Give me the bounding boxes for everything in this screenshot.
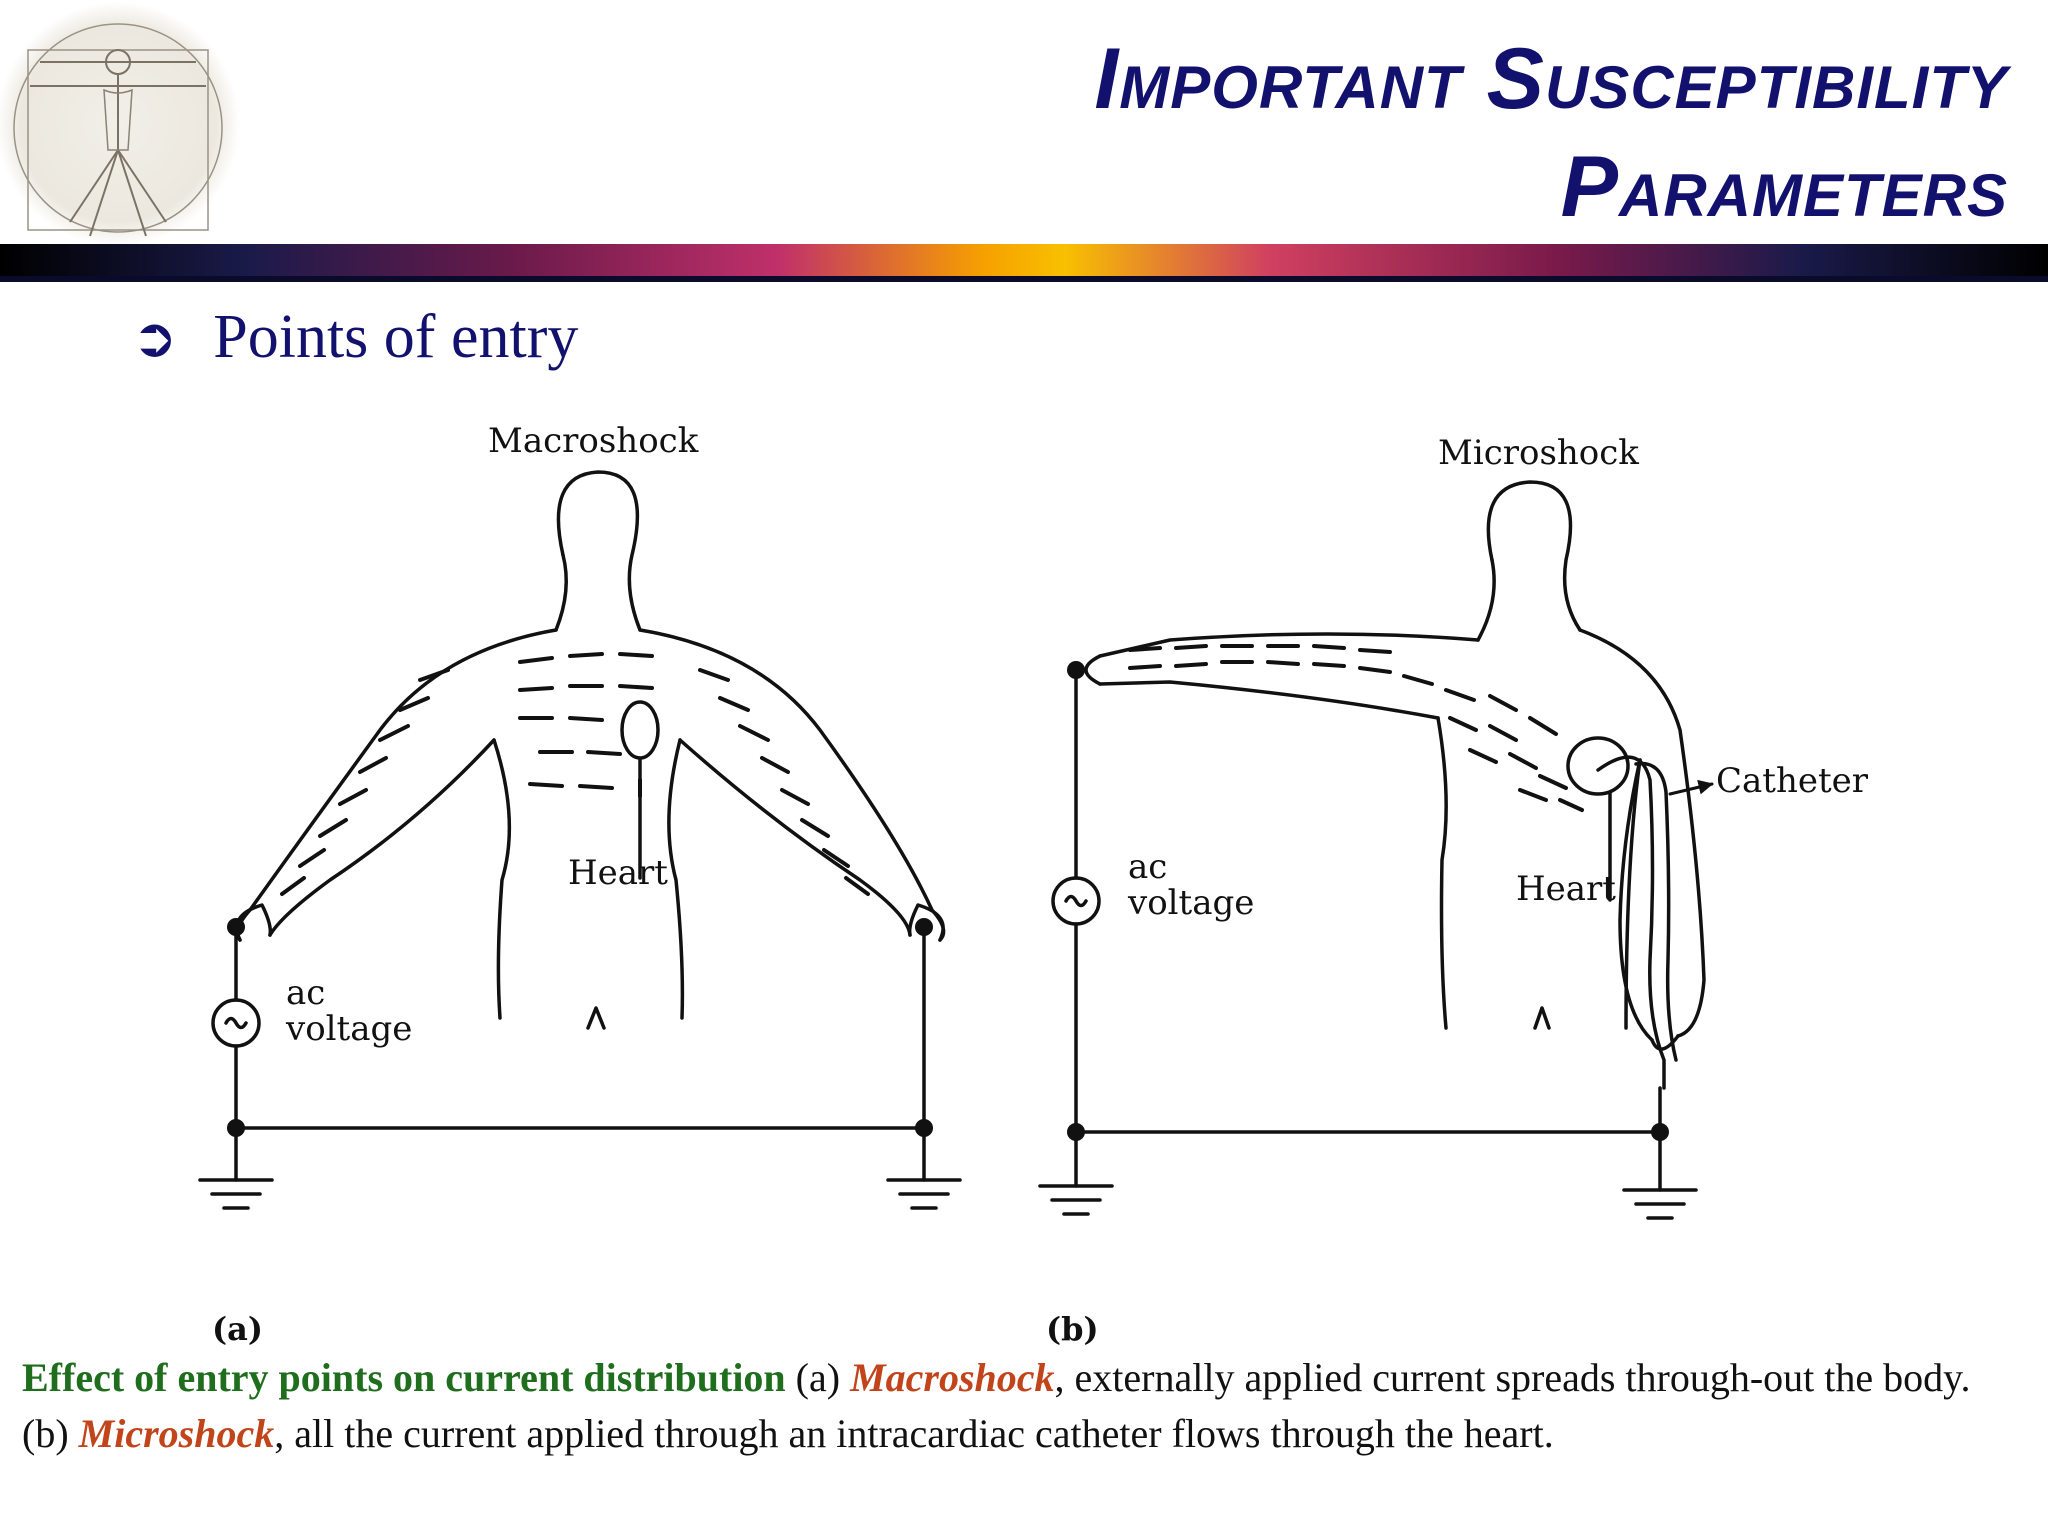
title-divider-line xyxy=(0,276,2048,282)
caption-lead: Effect of entry points on current distri… xyxy=(22,1355,786,1400)
microshock-heading: Microshock xyxy=(1438,433,1639,473)
microshock-figure xyxy=(1084,480,1714,1090)
microshock-heart-label: Heart xyxy=(1516,869,1616,909)
microshock-source-label-1: ac xyxy=(1128,847,1167,887)
shock-diagram: Macroshock Heart ac voltage (a) Microsho… xyxy=(198,421,1869,1348)
microshock-current-arrows xyxy=(1128,644,1584,812)
vitruvian-man-logo xyxy=(0,2,240,246)
macroshock-heart-label: Heart xyxy=(568,853,668,893)
bullet-text: Points of entry xyxy=(213,303,579,371)
macroshock-heading: Macroshock xyxy=(488,421,699,461)
title-gradient-bar xyxy=(0,244,2048,280)
arrow-circle-right-icon: ➲ xyxy=(132,305,178,369)
macroshock-current-arrows xyxy=(280,652,870,896)
panel-b-label: (b) xyxy=(1046,1310,1099,1348)
caption-part-a-prefix: (a) xyxy=(785,1355,851,1400)
caption-part-a-text: , externally applied current spreads thr… xyxy=(22,1355,1971,1456)
slide-title-line-2: Parameters xyxy=(1560,139,2008,235)
panel-a-label: (a) xyxy=(212,1310,263,1348)
caption-part-b-text: , all the current applied through an int… xyxy=(274,1411,1554,1456)
slide-title-line-1: Important Susceptibility xyxy=(1094,31,2008,127)
bullet-point: ➲ Points of entry xyxy=(132,302,578,373)
macroshock-circuit xyxy=(198,925,962,1210)
macroshock-figure xyxy=(235,470,946,1030)
microshock-source-label-2: voltage xyxy=(1127,883,1254,923)
figure-caption: Effect of entry points on current distri… xyxy=(22,1350,2022,1462)
caption-macroshock: Macroshock xyxy=(850,1355,1055,1400)
microshock-circuit xyxy=(1038,668,1698,1220)
macroshock-source-label-2: voltage xyxy=(285,1009,412,1049)
caption-microshock: Microshock xyxy=(78,1411,275,1456)
catheter-label: Catheter xyxy=(1716,761,1869,801)
macroshock-source-label-1: ac xyxy=(286,973,325,1013)
